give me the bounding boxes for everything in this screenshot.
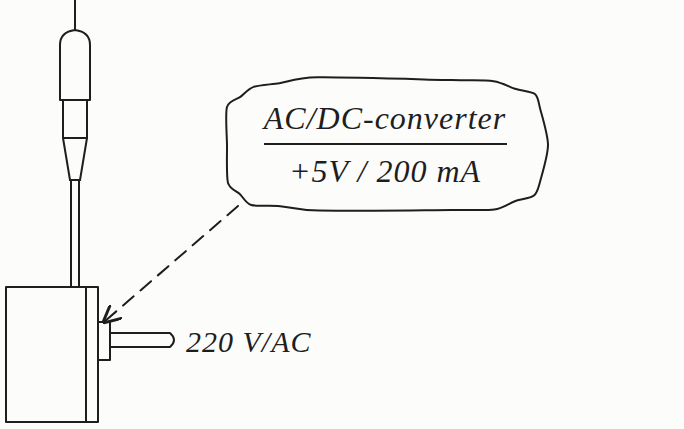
adapter-front-edge xyxy=(85,287,87,422)
wire-end xyxy=(74,0,76,30)
leader-arrow xyxy=(104,206,238,322)
cable xyxy=(71,180,79,287)
callout-rating: +5V / 200 mA xyxy=(264,153,507,190)
cloud-outline-path xyxy=(226,77,548,210)
callout-cloud: AC/DC-converter +5V / 200 mA xyxy=(220,74,551,216)
voltage-label: 220 V/AC xyxy=(186,325,312,359)
plug-grip xyxy=(63,100,87,138)
adapter-housing xyxy=(6,287,98,422)
cloud-outline xyxy=(220,74,551,216)
strain-relief xyxy=(63,138,87,180)
plug-collar xyxy=(98,322,110,360)
plug-pin xyxy=(110,333,174,347)
plug-head xyxy=(60,30,90,100)
callout-heading: AC/DC-converter xyxy=(264,100,507,145)
